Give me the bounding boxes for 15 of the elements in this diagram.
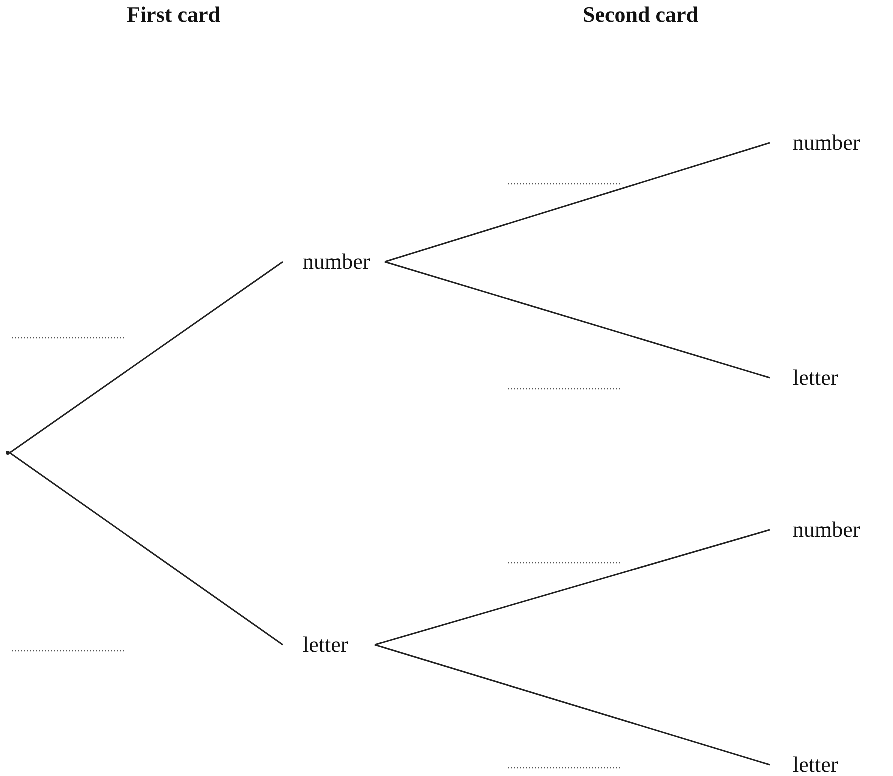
- tree-branch: [374, 529, 770, 646]
- tree-branch: [10, 452, 284, 646]
- column-heading: First card: [127, 2, 220, 28]
- outcome-label: number: [770, 128, 870, 158]
- tree-branch: [384, 142, 770, 263]
- outcome-label: letter: [770, 363, 870, 393]
- tree-branch: [384, 261, 770, 379]
- outcome-label: letter: [283, 630, 375, 660]
- branch-point: [6, 451, 10, 455]
- column-heading: Second card: [583, 2, 698, 28]
- outcome-label: number: [283, 247, 385, 277]
- tree-branch: [374, 644, 770, 766]
- tree-branch: [10, 261, 284, 454]
- outcome-label: letter: [770, 750, 870, 776]
- outcome-label: number: [770, 515, 870, 545]
